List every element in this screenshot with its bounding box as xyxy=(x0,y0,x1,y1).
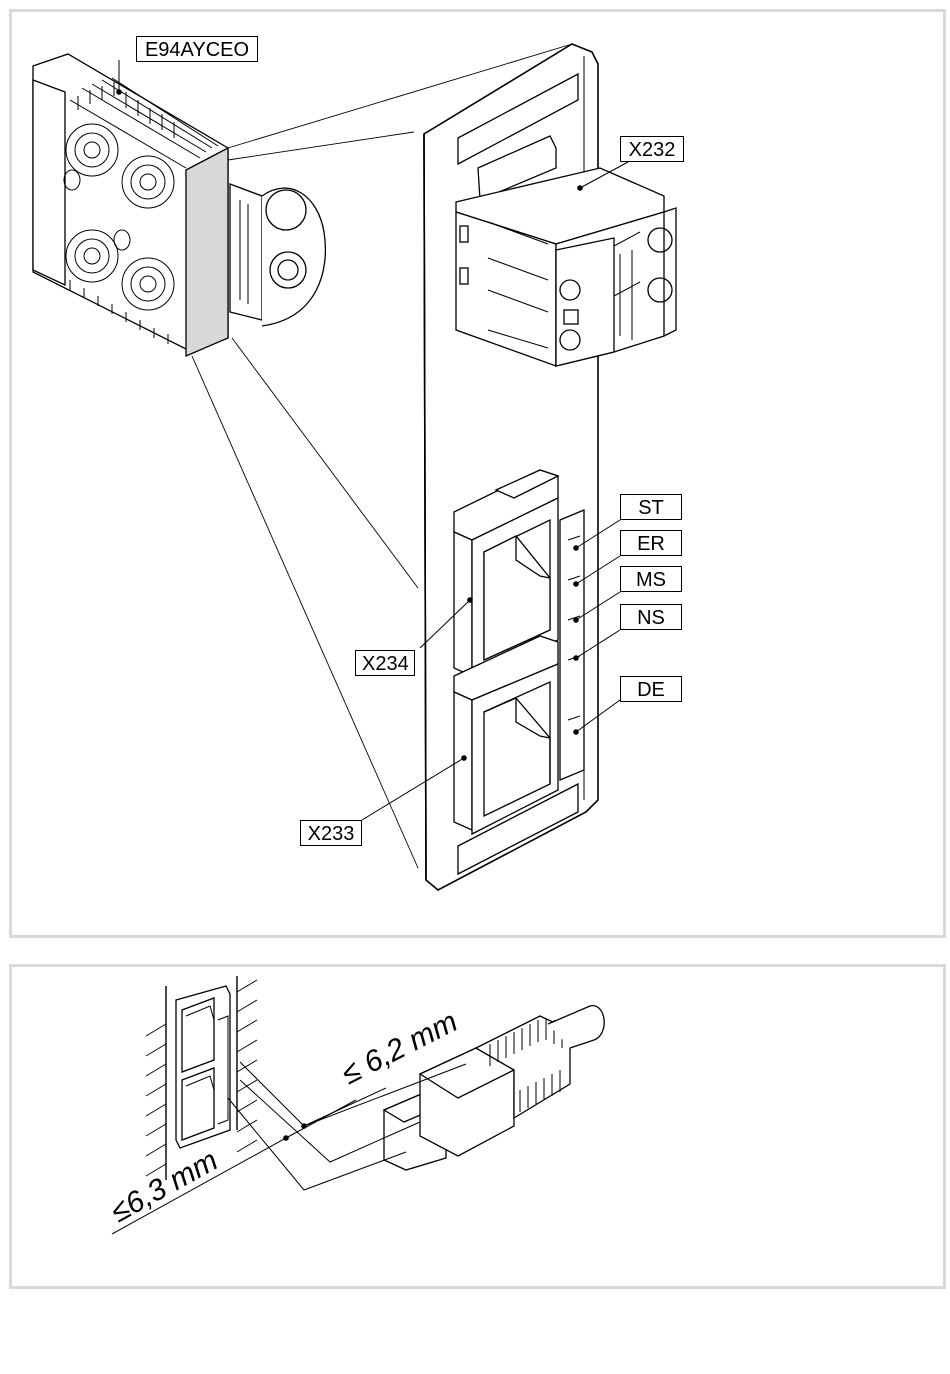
label-er: ER xyxy=(620,530,682,556)
module-unit-drawing xyxy=(33,54,325,356)
label-x233: X233 xyxy=(300,820,362,846)
label-de: DE xyxy=(620,676,682,702)
label-module-type: E94AYCEO xyxy=(136,36,258,62)
label-st: ST xyxy=(620,494,682,520)
label-ms: MS xyxy=(620,566,682,592)
label-ns: NS xyxy=(620,604,682,630)
label-x232: X232 xyxy=(620,136,684,162)
cable-clearance-panel xyxy=(9,964,946,1289)
label-x234: X234 xyxy=(355,650,415,676)
